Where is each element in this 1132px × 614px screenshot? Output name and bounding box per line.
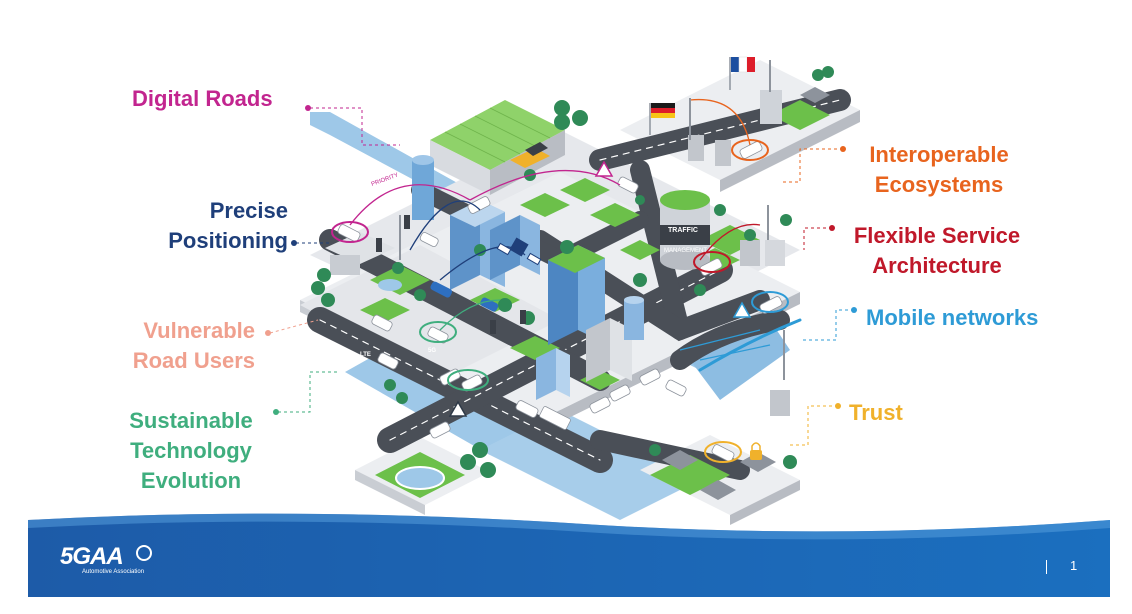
trees bbox=[311, 66, 834, 478]
lock-icon bbox=[750, 442, 762, 460]
5gaa-logo: 5GAA bbox=[60, 543, 124, 570]
lte-map-label: LTE bbox=[360, 352, 371, 358]
vulnerable-dot bbox=[265, 330, 271, 336]
sustainable-line-2: Technology bbox=[130, 438, 252, 463]
sustainable-technology-label: Sustainable Technology Evolution bbox=[108, 406, 274, 496]
interoperable-ecosystems-label: Interoperable Ecosystems bbox=[850, 140, 1028, 200]
traffic-map-label: TRAFFIC bbox=[668, 227, 698, 234]
footer-wave bbox=[28, 513, 1110, 540]
digital-roads-label: Digital Roads bbox=[132, 86, 273, 111]
interoperable-line-1: Interoperable bbox=[869, 142, 1009, 167]
management-map-label: MANAGEMENT bbox=[664, 248, 707, 254]
digital-roads-dot bbox=[305, 105, 311, 111]
precise-positioning-dot bbox=[291, 240, 297, 246]
traffic-lights bbox=[376, 215, 526, 334]
trust-label: Trust bbox=[849, 400, 903, 425]
trust-dot bbox=[835, 403, 841, 409]
precise-positioning-line-2: Positioning bbox=[168, 228, 288, 253]
sustainable-line-1: Sustainable bbox=[129, 408, 253, 433]
flexible-line-1: Flexible Service bbox=[853, 223, 1021, 248]
cell-towers bbox=[399, 60, 785, 380]
german-flag-icon bbox=[649, 103, 675, 135]
connection-arcs bbox=[349, 98, 771, 361]
interoperable-dot bbox=[840, 146, 846, 152]
flexible-dot bbox=[829, 225, 835, 231]
interoperable-line-2: Ecosystems bbox=[874, 172, 1004, 197]
satellite-icon bbox=[496, 237, 542, 266]
flexible-service-architecture-label: Flexible Service Architecture bbox=[838, 221, 1036, 281]
page-number: 1 bbox=[1070, 558, 1078, 573]
flexible-line-2: Architecture bbox=[872, 253, 1002, 278]
sustainable-dot bbox=[273, 409, 279, 415]
registered-ring-icon bbox=[136, 545, 152, 561]
pond-small bbox=[378, 279, 402, 291]
fiveg-map-label: 5G bbox=[428, 348, 436, 354]
warning-sign-icon bbox=[448, 160, 752, 417]
precise-positioning-line-1: Precise bbox=[209, 198, 288, 223]
highlight-rings bbox=[331, 139, 789, 463]
vulnerable-road-users-label: Vulnerable Road Users bbox=[100, 316, 255, 376]
buildings bbox=[325, 87, 830, 500]
vulnerable-line-1: Vulnerable bbox=[143, 318, 255, 343]
vehicles bbox=[337, 141, 783, 462]
french-flag-icon bbox=[729, 56, 755, 90]
construction-vehicle bbox=[510, 142, 550, 168]
mobile-dot bbox=[851, 307, 857, 313]
vulnerable-line-2: Road Users bbox=[132, 348, 255, 373]
page-separator bbox=[1046, 560, 1047, 574]
mobile-networks-label: Mobile networks bbox=[866, 305, 1039, 330]
priority-map-label: PRIORITY bbox=[371, 173, 400, 188]
logo-subtitle: Automotive Association bbox=[82, 569, 145, 575]
leader-lines bbox=[269, 107, 854, 446]
sustainable-line-3: Evolution bbox=[140, 468, 242, 493]
pond bbox=[395, 466, 445, 490]
precise-positioning-label: Precise Positioning bbox=[140, 196, 288, 256]
